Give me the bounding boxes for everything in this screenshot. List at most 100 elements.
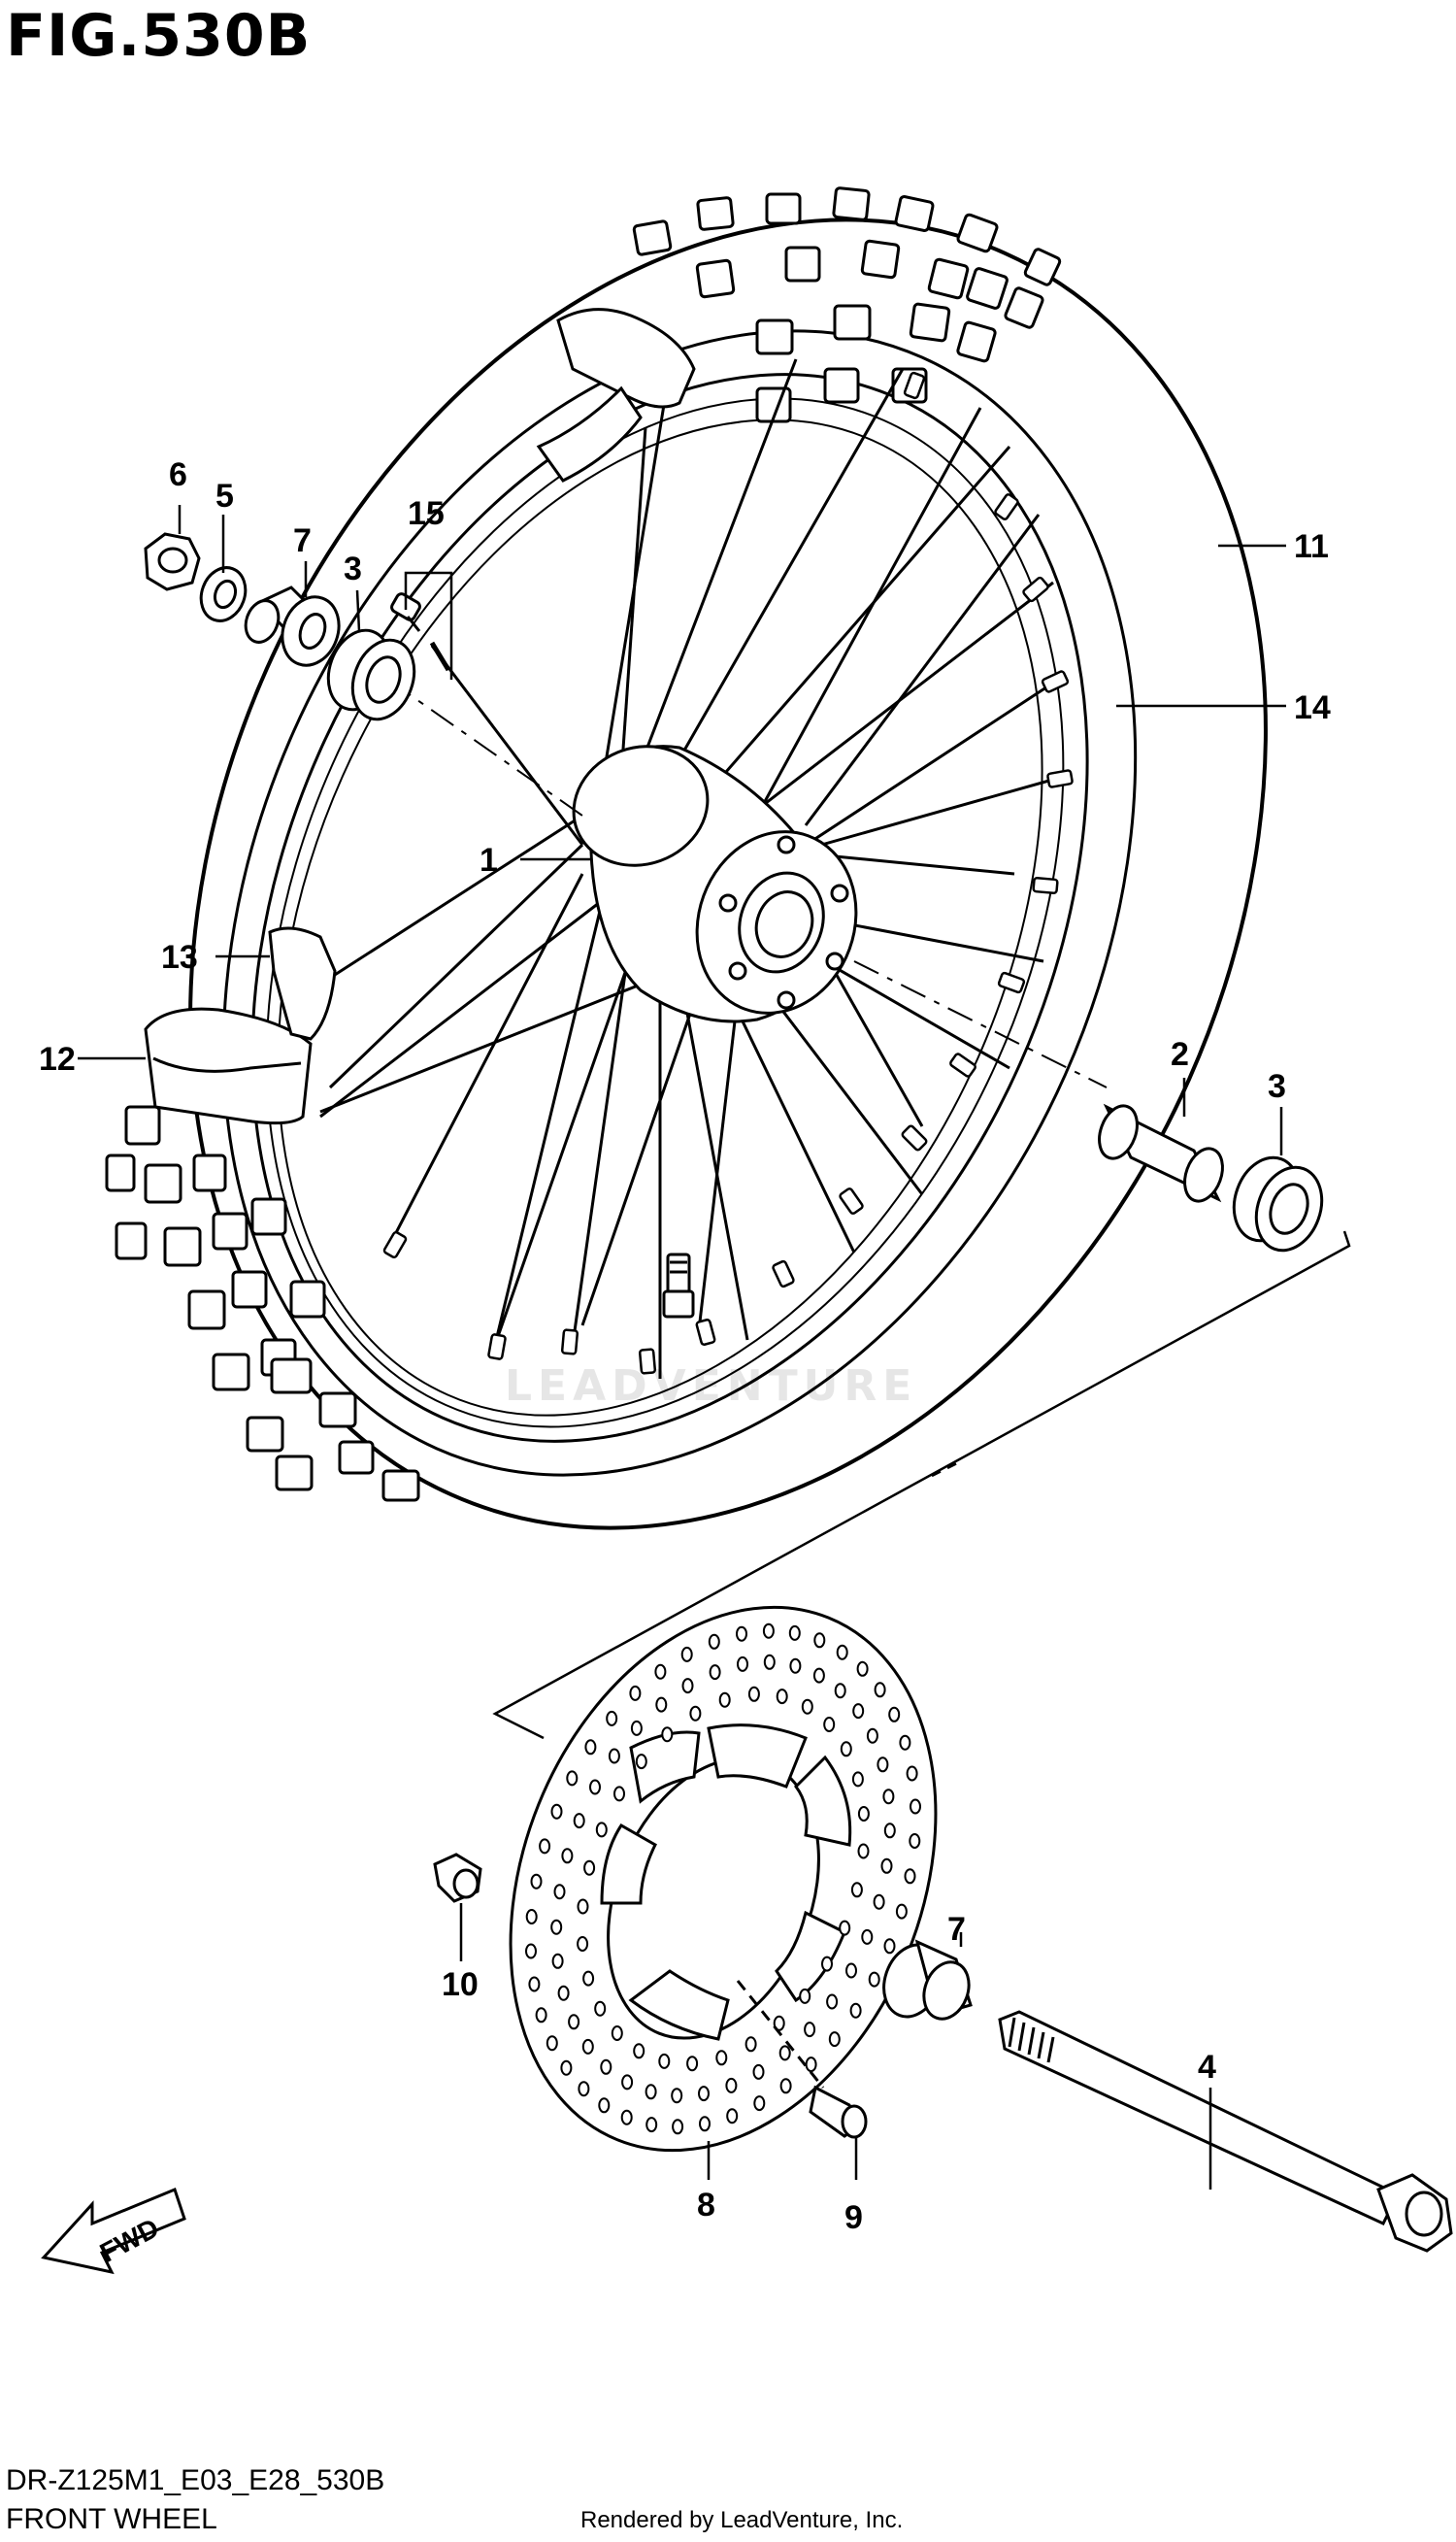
screw-part-9 [736, 1980, 868, 2139]
disc-hole [672, 2119, 684, 2135]
nut-part-6 [144, 532, 201, 591]
disc-hole [745, 2036, 757, 2053]
callout-5: 5 [215, 478, 234, 515]
disc-hole [699, 2116, 711, 2132]
disc-hole [753, 2095, 766, 2112]
model-code: DR-Z125M1_E03_E28_530B [6, 2464, 385, 2496]
disc-hole [645, 2117, 658, 2133]
callout-1: 1 [480, 842, 498, 879]
disc-hole [595, 1822, 608, 1838]
disc-hole [600, 2058, 612, 2075]
disc-hole [883, 1823, 896, 1839]
disc-hole [539, 1838, 551, 1855]
callout-2: 2 [1171, 1036, 1189, 1073]
disc-hole [561, 1848, 574, 1864]
disc-hole [671, 2088, 683, 2104]
disc-hole [606, 1710, 618, 1726]
disc-hole [888, 1706, 901, 1723]
bearing-part-3-upper [326, 628, 416, 721]
disc-hole [899, 1734, 911, 1751]
disc-hole [804, 2022, 816, 2038]
disc-hole [747, 1686, 760, 1702]
disc-hole [598, 2097, 611, 2114]
disc-hole [621, 2074, 634, 2090]
callout-3-lower: 3 [1268, 1068, 1286, 1105]
disc-hole [812, 1667, 825, 1684]
disc-hole [633, 2043, 645, 2059]
disc-hole [851, 1771, 864, 1788]
tread-blocks-bottom [105, 1105, 420, 1502]
disc-hole [826, 1993, 839, 2010]
disc-hole [906, 1765, 918, 1782]
disc-hole [629, 1685, 642, 1701]
disc-hole [582, 1970, 595, 1987]
disc-hole [530, 1873, 543, 1890]
disc-hole [762, 1622, 775, 1639]
disc-holes [525, 1622, 921, 2135]
disc-hole [680, 1646, 693, 1662]
brake-disc [509, 1605, 938, 2153]
disc-hole [821, 1956, 833, 1972]
callout-7-upper: 7 [293, 522, 312, 559]
disc-hole [635, 1754, 647, 1770]
disc-hole [584, 1739, 597, 1756]
disc-hole [709, 1664, 721, 1681]
disc-hole [655, 1696, 668, 1713]
disc-hole [528, 1976, 541, 1992]
disc-hole [698, 2086, 710, 2102]
disc-hole [773, 2015, 785, 2031]
disc-hole [594, 2000, 607, 2017]
disc-hole [904, 1868, 916, 1885]
disc-hole [726, 2108, 739, 2124]
disc-hole [525, 1943, 537, 1959]
disc-hole [788, 1624, 801, 1641]
washer-part-5 [199, 566, 248, 622]
disc-hole [573, 1813, 585, 1829]
disc-hole [658, 2053, 671, 2069]
callout-3-upper: 3 [344, 551, 362, 587]
disc-hole [551, 1953, 564, 1969]
disc-hole [525, 1909, 538, 1924]
disc-hole [836, 1644, 848, 1660]
disc-hole [645, 2084, 657, 2100]
disc-hole [566, 1770, 579, 1787]
disc-hole [560, 2059, 573, 2076]
disc-alignment-box [492, 1230, 1351, 1740]
disc-hole [661, 1726, 674, 1743]
disc-hole [882, 1789, 895, 1805]
disc-hole [866, 1727, 878, 1744]
disc-hole [589, 1779, 601, 1795]
disc-hole [839, 1920, 851, 1936]
disc-hole [845, 1962, 857, 1979]
spacer-part-2 [1098, 1103, 1224, 1203]
disc-hole [546, 2035, 558, 2052]
disc-hole [578, 2081, 590, 2097]
disc-hole [535, 2007, 547, 2024]
callout-12: 12 [39, 1041, 76, 1078]
disc-hole [568, 2014, 580, 2030]
disc-hole [909, 1833, 921, 1849]
callout-9: 9 [844, 2199, 863, 2236]
disc-hole [608, 1748, 620, 1764]
axle-centerline [387, 679, 1108, 1088]
tire [188, 217, 1268, 1530]
disc-hole [630, 1720, 643, 1736]
disc-hole [654, 1663, 667, 1680]
bearing-part-3-lower [1232, 1155, 1324, 1253]
bolt-part-10 [433, 1853, 482, 1903]
disc-hole [752, 2063, 765, 2080]
spoke-set-part-15 [390, 592, 584, 846]
disc-hole [910, 1798, 921, 1815]
collar-part-7 [244, 585, 341, 667]
disc-hole [736, 1625, 747, 1642]
disc-hole [813, 1632, 826, 1649]
callout-6: 6 [169, 456, 187, 493]
disc-hole [611, 2025, 623, 2041]
disc-hole [577, 1936, 589, 1952]
disc-hole [557, 1985, 570, 2001]
leader-lines [78, 505, 1286, 2190]
disc-hole [849, 2002, 862, 2019]
disc-hole [550, 1803, 563, 1820]
disc-hole [805, 2057, 817, 2073]
disc-hole [801, 1698, 813, 1715]
